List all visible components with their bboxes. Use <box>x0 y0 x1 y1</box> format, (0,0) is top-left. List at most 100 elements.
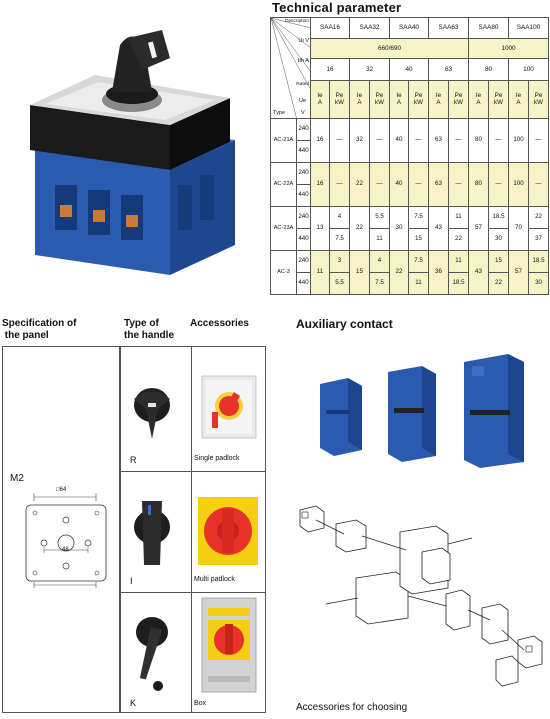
panel-dim-top: □64 <box>56 487 67 493</box>
ie-unit: A <box>357 98 362 106</box>
voltage: 440 <box>296 184 311 207</box>
cell: 15 <box>488 250 509 273</box>
table-row: AC-22A 240 16 — 22 — 40 — 63 — 80 — 100 … <box>270 162 550 207</box>
single-padlock-image <box>201 375 257 439</box>
multi-padlock-label: Multi padlock <box>194 576 235 583</box>
cell: 80 <box>468 162 489 207</box>
cell: 57 <box>468 206 489 251</box>
ith-value: 80 <box>468 58 509 81</box>
spec-heading-line1: Specification of <box>2 318 77 329</box>
label-description: Description <box>285 19 309 24</box>
cell: 80 <box>468 118 489 163</box>
cell: 11 <box>408 272 429 295</box>
pe-label: Pe <box>494 91 503 99</box>
voltage: 240 <box>296 250 311 273</box>
table-row: AC-21A 240 16 — 32 — 40 — 63 — 80 — 100 … <box>270 118 550 163</box>
pe-unit: kW <box>414 98 423 106</box>
cell: 22 <box>389 250 409 295</box>
cell: 30 <box>488 228 509 251</box>
auxiliary-contact-heading: Auxiliary contact <box>296 317 393 331</box>
ui-value-2: 1000 <box>467 38 550 59</box>
model-saa80: SAA80 <box>468 17 509 39</box>
ie-unit: A <box>396 98 402 106</box>
cell: — <box>527 162 550 207</box>
cell: 22 <box>349 162 370 207</box>
cell: 43 <box>428 206 449 251</box>
cell: 40 <box>389 118 409 163</box>
cell: 22 <box>527 206 550 229</box>
model-saa32: SAA32 <box>349 17 390 39</box>
label-type: Type <box>273 110 286 116</box>
model-saa16: SAA16 <box>310 17 350 39</box>
cell: — <box>488 118 509 163</box>
cell: — <box>369 118 390 163</box>
pe-label: Pe <box>414 91 423 99</box>
handle-r-label: R <box>130 455 137 465</box>
model-saa100: SAA100 <box>507 17 550 39</box>
model-saa63: SAA63 <box>428 17 469 39</box>
box-enclosure-image <box>201 597 257 693</box>
label-ue: Ue <box>299 98 307 104</box>
panel-drawing <box>25 493 107 588</box>
spec-heading-line2: the panel <box>2 330 49 341</box>
handle-k-image <box>136 617 168 691</box>
cell: 15 <box>408 228 429 251</box>
cell: 7.5 <box>329 228 350 251</box>
cell: 3 <box>329 250 350 273</box>
voltage: 440 <box>296 228 311 251</box>
ith-value: 100 <box>507 58 550 81</box>
type-heading-line2: the handle <box>124 330 175 341</box>
accessories-heading: Accessories <box>190 318 249 329</box>
cell: — <box>329 118 350 163</box>
cell: 30 <box>389 206 409 251</box>
pe-unit: kW <box>375 98 384 106</box>
voltage: 440 <box>296 272 311 295</box>
cell: 22 <box>488 272 509 295</box>
label-ui: Ui V <box>298 38 309 44</box>
cell: 15 <box>349 250 370 295</box>
cell: 43 <box>468 250 489 295</box>
ie-unit: A <box>476 98 481 106</box>
multi-padlock-image <box>198 497 258 565</box>
cell: 7.5 <box>408 250 429 273</box>
handle-type-heading: Type of the handle <box>124 318 174 342</box>
rotary-switch-product-image <box>30 30 235 275</box>
ui-value-1: 660/690 <box>310 38 469 59</box>
cell: — <box>329 162 350 207</box>
cell: 11 <box>448 206 469 229</box>
model-saa40: SAA40 <box>389 17 429 39</box>
cell: 4 <box>329 206 350 229</box>
cell: — <box>527 118 550 163</box>
label-rated: Rated <box>296 82 309 87</box>
ith-value: 16 <box>310 58 350 81</box>
cell: 57 <box>508 250 529 295</box>
cell: 32 <box>349 118 370 163</box>
ie-label: Ie <box>435 91 442 99</box>
cell: 100 <box>508 118 529 163</box>
cell: 70 <box>508 206 529 251</box>
cell: 63 <box>428 162 449 207</box>
cell: 16 <box>310 162 330 207</box>
type-ac21a: AC-21A <box>270 118 297 163</box>
handle-i-label: I <box>130 576 133 586</box>
cell: 11 <box>369 228 390 251</box>
cell: 18.5 <box>448 272 469 295</box>
ith-value: 32 <box>349 58 390 81</box>
cell: 22 <box>448 228 469 251</box>
cell: 11 <box>448 250 469 273</box>
cell: 22 <box>349 206 370 251</box>
pe-unit: kW <box>335 98 344 106</box>
cell: 37 <box>527 228 550 251</box>
cell: 30 <box>527 272 550 295</box>
cell: — <box>369 162 390 207</box>
cell: — <box>448 162 469 207</box>
ie-unit: A <box>516 98 521 106</box>
